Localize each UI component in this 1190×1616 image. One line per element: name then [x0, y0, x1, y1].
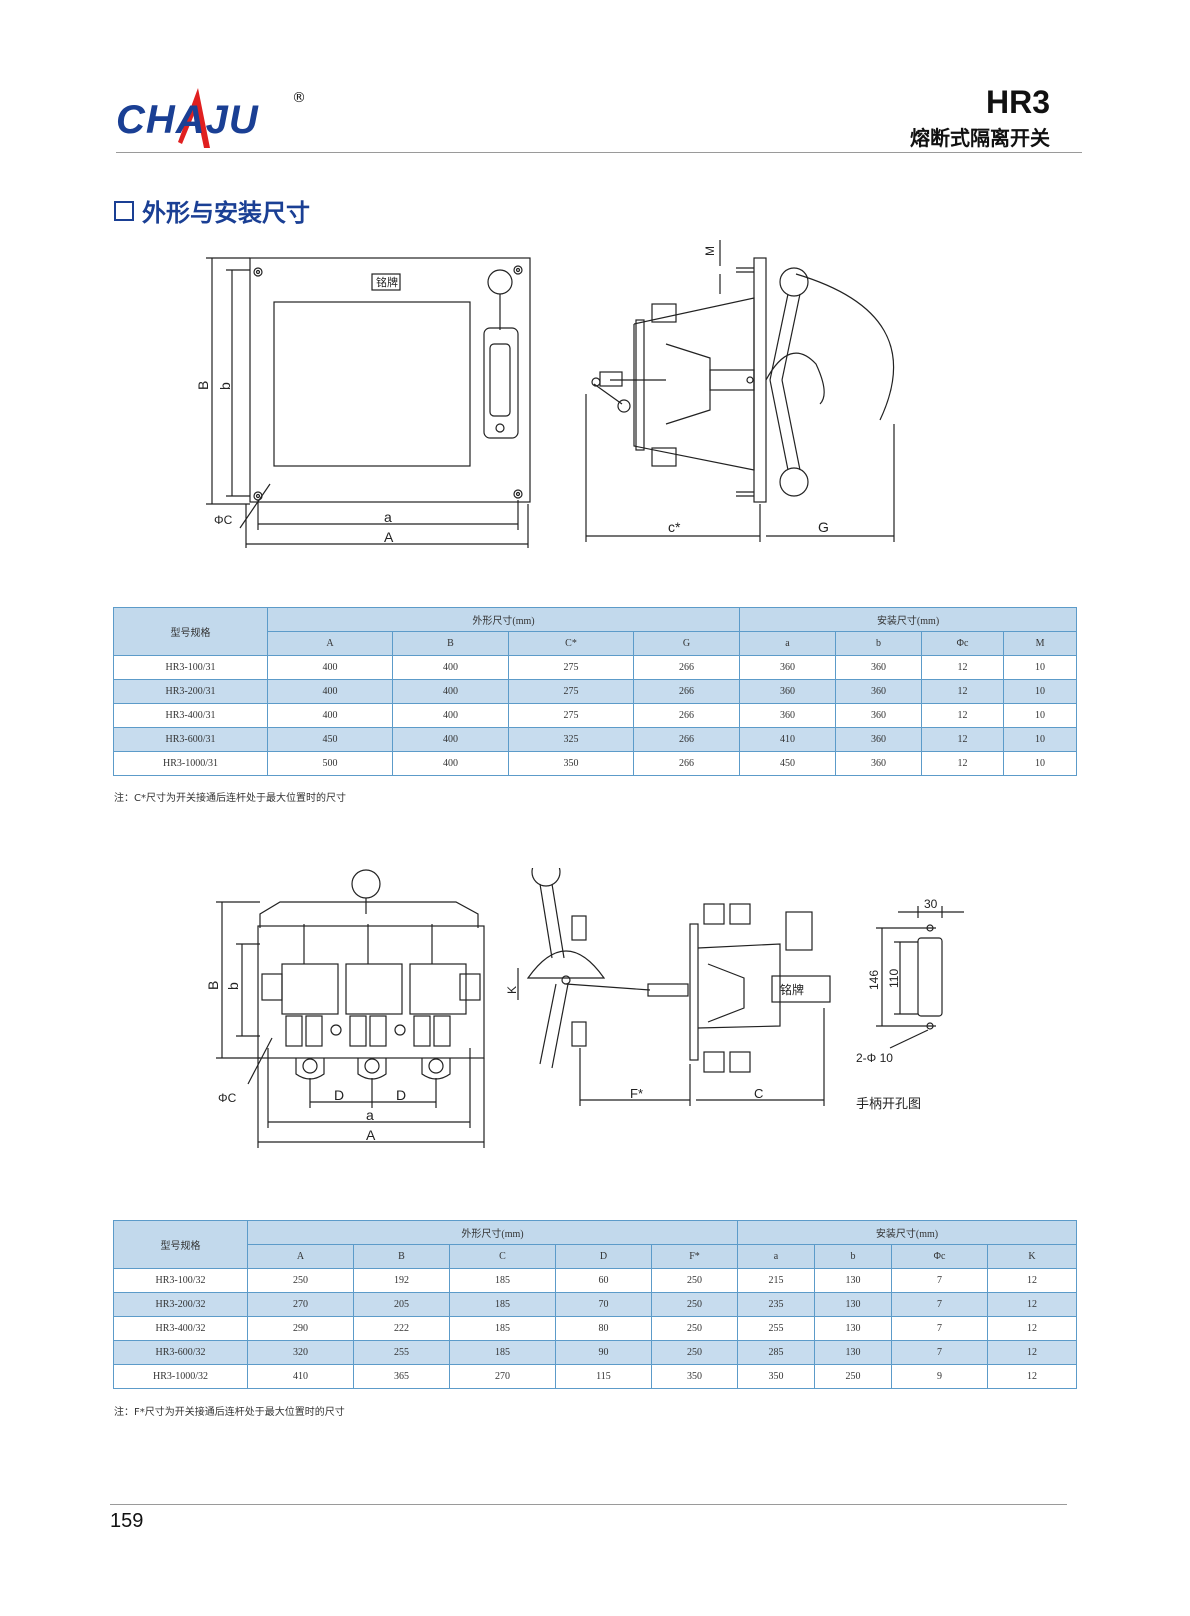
dim-M-label: M	[703, 246, 717, 256]
page-number: 159	[110, 1510, 144, 1532]
dim-A-label: A	[366, 1127, 376, 1143]
table1-model-header: 型号规格	[113, 607, 268, 656]
table2-col-header: F*	[650, 1244, 739, 1269]
checkbox-square-icon	[114, 200, 134, 221]
dim-phiC-label: ΦC	[214, 513, 233, 527]
side-handle-knob	[531, 868, 561, 887]
handle-cutout-caption: 手柄开孔图	[856, 1096, 921, 1111]
dim-a-label: a	[366, 1107, 374, 1123]
dim-A-label: A	[384, 529, 394, 545]
table1-group-outline: 外形尺寸(mm)	[266, 607, 741, 632]
dim-K-label: K	[505, 986, 519, 994]
brand-logo: CHAJU ®	[116, 84, 316, 154]
table2-model-header: 型号规格	[113, 1220, 248, 1269]
flame-icon	[178, 88, 210, 148]
nameplate-box	[371, 273, 401, 291]
table2-col-header: D	[555, 1244, 652, 1269]
table2-group-outline: 外形尺寸(mm)	[246, 1220, 739, 1245]
handle-slot	[483, 327, 519, 439]
table2-col-header: B	[353, 1244, 450, 1269]
dim-F-label: F*	[630, 1086, 643, 1101]
dim-phiC-label: ΦC	[218, 1091, 237, 1105]
side-panel	[753, 257, 767, 503]
table2-group-install: 安装尺寸(mm)	[737, 1220, 1078, 1245]
dim-B-label: B	[205, 981, 221, 990]
dim-C-label: C	[754, 1086, 763, 1101]
table1-col-header: b	[835, 631, 923, 656]
table2-col-header: A	[247, 1244, 354, 1269]
spec-table-31: 型号规格 外形尺寸(mm) 安装尺寸(mm) A B C* G a b Φc M…	[113, 607, 1078, 776]
table1-col-header: a	[739, 631, 837, 656]
dim-D2-label: D	[396, 1087, 406, 1103]
table2-col-header: K	[987, 1244, 1078, 1269]
table1-col-header: M	[1003, 631, 1078, 656]
table1-col-header: A	[267, 631, 393, 656]
dim-146-label: 146	[867, 970, 881, 990]
handle-knob	[351, 869, 381, 899]
table1-col-header: G	[632, 631, 741, 656]
dim-G-label: G	[818, 519, 829, 535]
dim-30-label: 30	[924, 897, 938, 911]
handle-knob	[487, 269, 513, 295]
product-model: HR3	[985, 84, 1050, 120]
table2-note: 注：F*尺寸为开关接通后连杆处于最大位置时的尺寸	[114, 1407, 345, 1418]
brand-name: CHAJU	[116, 98, 259, 142]
nameplate-label: 铭牌	[376, 275, 398, 289]
spec-table-32: 型号规格 外形尺寸(mm) 安装尺寸(mm) A B C D F* a b Φc…	[113, 1220, 1078, 1389]
dim-c-label: c*	[668, 519, 681, 535]
table1-col-header: Φc	[921, 631, 1005, 656]
drawing-32-series: B b D D a A ΦC K F* C 铭牌 30 146 110 2-Φ …	[205, 868, 964, 1148]
dim-110-label: 110	[887, 969, 901, 988]
table2-col-header: b	[814, 1244, 893, 1269]
nameplate-label: 铭牌	[780, 982, 804, 997]
dim-B-label: B	[195, 381, 211, 390]
side-handle-knob-top	[779, 267, 809, 297]
header-divider	[116, 152, 1082, 153]
footer-divider	[110, 1504, 1067, 1505]
section-title: 外形与安装尺寸	[114, 193, 310, 228]
table1-col-header: B	[392, 631, 509, 656]
dim-D1-label: D	[334, 1087, 344, 1103]
front-panel-outline	[249, 257, 531, 503]
section-title-text: 外形与安装尺寸	[142, 199, 310, 227]
dim-b-label: b	[225, 982, 241, 990]
table2-col-header: Φc	[891, 1244, 989, 1269]
registered-mark: ®	[292, 90, 306, 106]
table2-col-header: C	[449, 1244, 556, 1269]
dim-holes-label: 2-Φ 10	[856, 1051, 893, 1065]
handle-cutout	[917, 937, 943, 1017]
fuse-base-outline	[257, 925, 485, 1059]
product-name: 熔断式隔离开关	[910, 126, 1050, 150]
drawing-31-series: 铭牌 B b a A ΦC c* G M	[195, 240, 895, 548]
front-window	[273, 301, 471, 467]
side-handle-knob-bottom	[779, 467, 809, 497]
dim-a-label: a	[384, 509, 392, 525]
table1-note: 注：C*尺寸为开关接通后连杆处于最大位置时的尺寸	[114, 793, 346, 804]
table1-group-install: 安装尺寸(mm)	[739, 607, 1078, 632]
table1-col-header: C*	[508, 631, 634, 656]
table2-col-header: a	[737, 1244, 816, 1269]
dim-b-label: b	[217, 382, 233, 390]
